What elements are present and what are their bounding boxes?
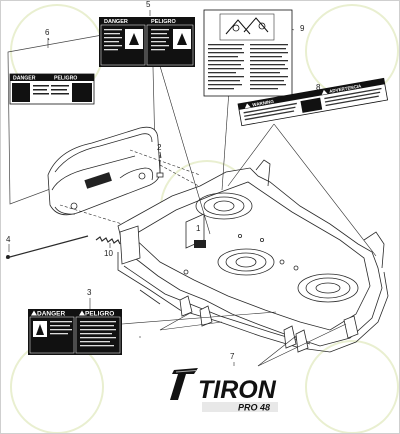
callout-1: 1 bbox=[196, 224, 201, 233]
bolt-2 bbox=[156, 151, 164, 178]
callout-6: 6 bbox=[45, 28, 50, 37]
decal-6-danger: DANGER PELIGRO bbox=[9, 73, 95, 105]
decal-9-instructions bbox=[203, 9, 293, 97]
logo-model-text: PRO 48 bbox=[238, 403, 270, 413]
decal-5-danger-text: DANGER bbox=[104, 19, 128, 25]
callout-8: 8 bbox=[316, 83, 321, 92]
decal-8-warning-text: WARNING bbox=[252, 99, 275, 108]
decal-5-danger: DANGER PELIGRO bbox=[99, 17, 195, 67]
decal-3-danger-text: DANGER bbox=[37, 311, 65, 318]
callout-2: 2 bbox=[157, 143, 162, 152]
decal-8-warning: WARNING ADVERTENCIA bbox=[237, 77, 389, 127]
belt-cover bbox=[47, 126, 161, 216]
rod-4 bbox=[5, 235, 89, 259]
decal-3-peligro-text: PELIGRO bbox=[85, 311, 114, 318]
decal-3-danger: DANGER PELIGRO bbox=[28, 309, 122, 355]
decal-5-peligro-text: PELIGRO bbox=[151, 19, 176, 25]
callout-5: 5 bbox=[146, 0, 151, 9]
callout-3: 3 bbox=[87, 288, 92, 297]
mower-deck bbox=[117, 159, 389, 353]
tiron-logo: TIRON PRO 48 bbox=[170, 368, 278, 413]
decal-8-advertencia-text: ADVERTENCIA bbox=[329, 83, 363, 94]
logo-brand-text: TIRON bbox=[198, 376, 277, 404]
decal-6-peligro-text: PELIGRO bbox=[54, 76, 77, 82]
decal-6-danger-text: DANGER bbox=[13, 76, 36, 82]
callout-4: 4 bbox=[6, 235, 11, 244]
callout-7: 7 bbox=[230, 352, 235, 361]
callout-10: 10 bbox=[104, 249, 113, 258]
callout-9: 9 bbox=[300, 24, 305, 33]
